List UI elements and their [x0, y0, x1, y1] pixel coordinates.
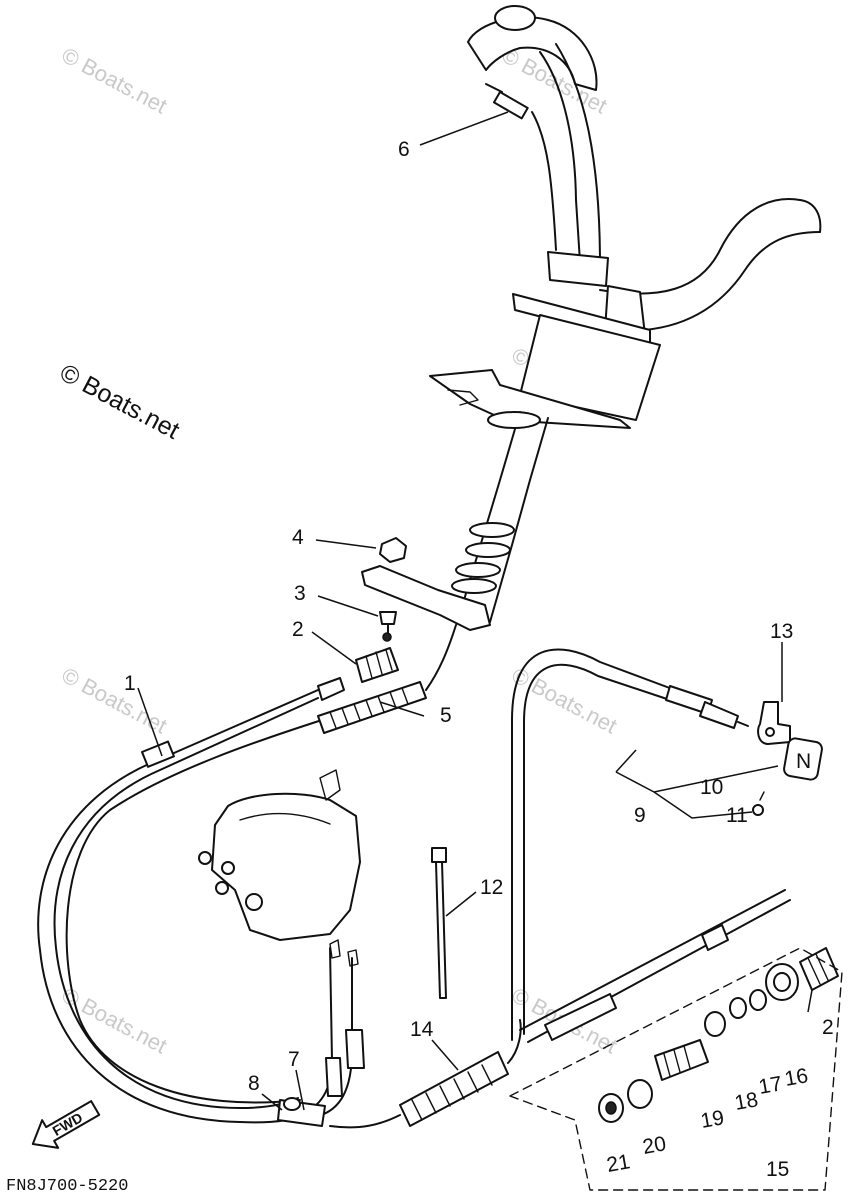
- leader-lines: [137, 111, 813, 1111]
- carburetor: [198, 769, 361, 967]
- callout-7: 7: [288, 1048, 300, 1071]
- callout-9: 9: [634, 804, 646, 827]
- watermark: © Boats.net: [58, 662, 172, 738]
- callout-16: 16: [783, 1064, 810, 1091]
- callout-19: 19: [699, 1106, 726, 1133]
- callout-2: 2: [292, 618, 304, 641]
- kit-15: [509, 947, 843, 1191]
- callout-15: 15: [766, 1158, 789, 1181]
- neutral-tag-letter: N: [796, 750, 811, 773]
- callout-2-lower: 2: [822, 1016, 834, 1039]
- callout-12: 12: [480, 876, 503, 899]
- callout-20: 20: [641, 1132, 668, 1159]
- callout-8: 8: [248, 1072, 260, 1095]
- callout-11: 11: [726, 804, 748, 827]
- callouts: 6 4 3 2 1 5 13 10 9 11 12 14 7 8 2 16 17…: [124, 138, 834, 1181]
- diagram-code: FN8J700-5220: [6, 1177, 128, 1196]
- callout-14: 14: [410, 1018, 434, 1041]
- callout-1: 1: [124, 672, 136, 695]
- handlebar-assembly: [361, 5, 822, 631]
- callout-21: 21: [605, 1150, 632, 1177]
- callout-6: 6: [398, 138, 410, 161]
- small-parts: N: [355, 537, 839, 999]
- callout-3: 3: [294, 582, 306, 605]
- cable-routing: [37, 624, 791, 1129]
- callout-17: 17: [757, 1072, 784, 1099]
- callout-5: 5: [440, 704, 452, 727]
- callout-4: 4: [292, 526, 304, 549]
- callout-13: 13: [770, 620, 793, 643]
- fwd-arrow: FWD: [31, 1100, 101, 1149]
- callout-18: 18: [733, 1088, 760, 1115]
- watermark-primary: © Boats.net: [55, 359, 184, 445]
- callout-10: 10: [700, 776, 723, 799]
- watermark: © Boats.net: [58, 42, 172, 118]
